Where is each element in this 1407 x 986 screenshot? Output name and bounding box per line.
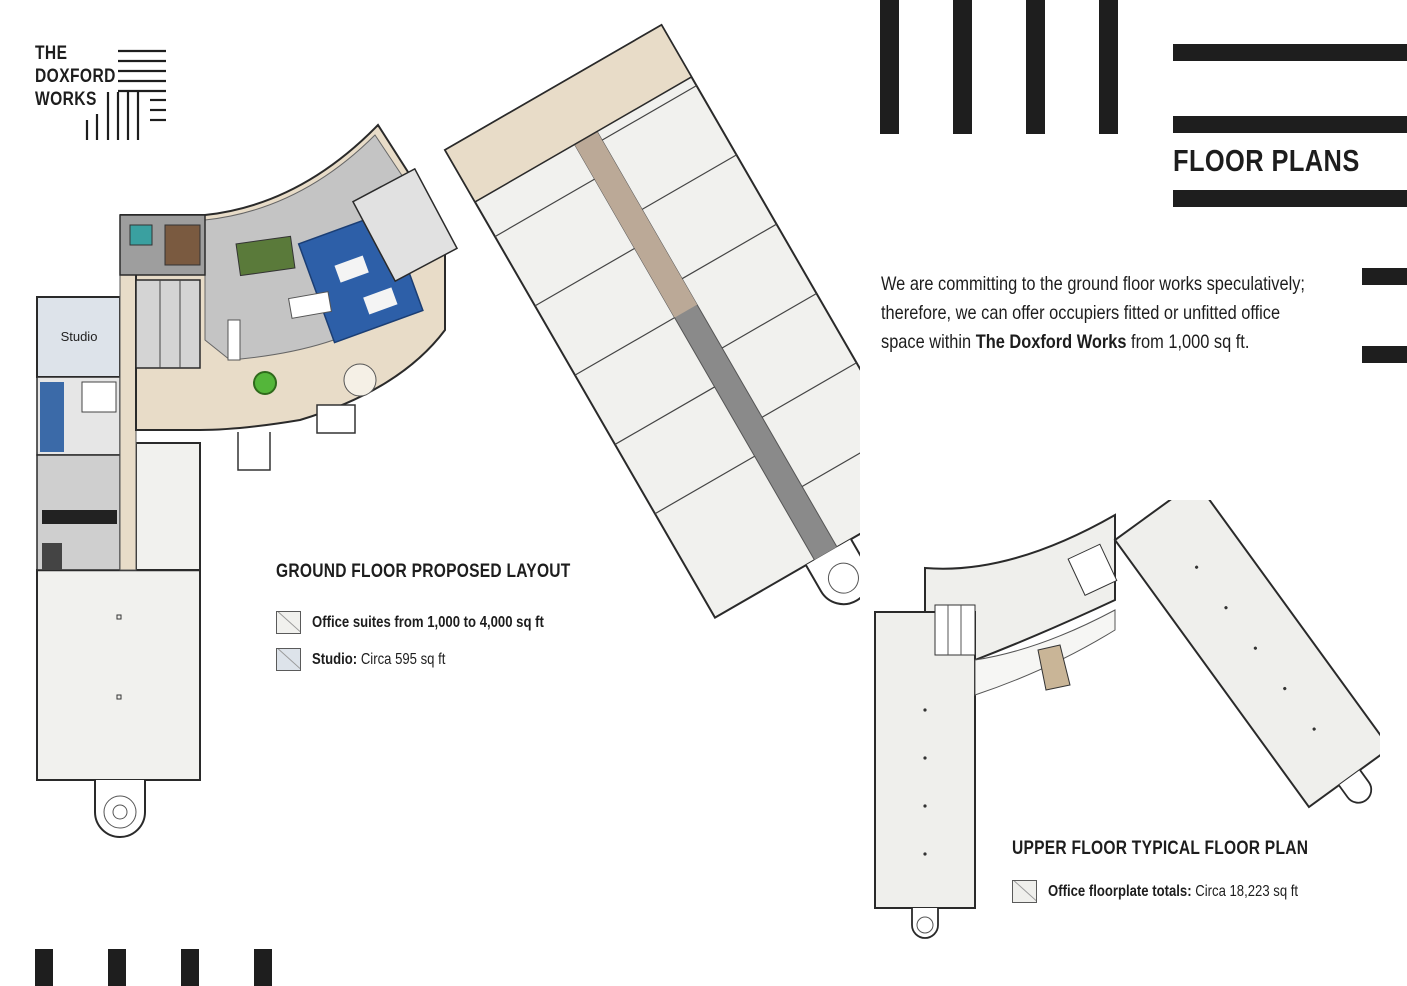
legend-office-suites: Office suites from 1,000 to 4,000 sq ft — [276, 611, 595, 634]
deco-bar-bottom-4 — [254, 949, 272, 986]
deco-bar-bottom-1 — [35, 949, 53, 986]
upper-floor-hub — [924, 513, 1118, 696]
legend-studio-area: Circa 595 sq ft — [357, 650, 446, 668]
intro-brand-name: The Doxford Works — [975, 331, 1127, 353]
deco-bar-bottom-3 — [181, 949, 199, 986]
ground-floor-plan: Studio — [36, 23, 860, 838]
intro-line-3-prefix: space within — [881, 331, 976, 353]
side-tab-1 — [1362, 268, 1407, 285]
logo-mark-icon — [85, 49, 166, 140]
ground-floor-left-wing — [36, 214, 201, 838]
legend-studio-label: Studio: — [312, 650, 358, 668]
legend-floorplate-area: Circa 18,223 sq ft — [1191, 882, 1299, 900]
ground-floor-heading: GROUND FLOOR PROPOSED LAYOUT — [276, 561, 571, 582]
logo-line-1: THE — [35, 43, 68, 64]
side-tab-2 — [1362, 346, 1407, 363]
intro-line-2: therefore, we can offer occupiers fitted… — [881, 302, 1281, 324]
legend-studio: Studio: Circa 595 sq ft — [276, 648, 475, 671]
brand-logo: THE DOXFORD WORKS — [35, 42, 134, 111]
deco-bar-bottom-2 — [108, 949, 126, 986]
legend-office-floorplate: Office floorplate totals: Circa 18,223 s… — [1012, 880, 1353, 903]
title-rule-2 — [1173, 116, 1407, 133]
upper-floor-plan — [874, 500, 1380, 939]
legend-floorplate-label: Office floorplate totals: — [1048, 882, 1192, 900]
section-title: FLOOR PLANS — [1173, 143, 1360, 178]
intro-paragraph: We are committing to the ground floor wo… — [881, 270, 1407, 357]
ground-floor-diagonal-wing — [443, 23, 860, 620]
legend-swatch-studio — [276, 648, 301, 671]
intro-line-3-suffix: from 1,000 sq ft. — [1126, 331, 1250, 353]
legend-swatch-floorplate — [1012, 880, 1037, 903]
upper-floor-left-wing — [874, 611, 976, 939]
upper-floor-heading: UPPER FLOOR TYPICAL FLOOR PLAN — [1012, 838, 1309, 859]
legend-office-suites-label: Office suites from 1,000 to 4,000 sq ft — [312, 613, 544, 631]
logo-line-3: WORKS — [35, 89, 97, 110]
intro-line-1: We are committing to the ground floor wo… — [881, 273, 1305, 295]
ground-floor-hub — [119, 123, 459, 471]
title-rule-1 — [1173, 44, 1407, 61]
deco-bar-top-3 — [1026, 0, 1045, 134]
title-rule-3 — [1173, 190, 1407, 207]
studio-label: Studio — [61, 329, 98, 344]
deco-bar-top-1 — [880, 0, 899, 134]
upper-floor-diagonal-wing — [1113, 500, 1380, 809]
deco-bar-top-4 — [1099, 0, 1118, 134]
logo-line-2: DOXFORD — [35, 66, 116, 87]
legend-swatch-office — [276, 611, 301, 634]
deco-bar-top-2 — [953, 0, 972, 134]
